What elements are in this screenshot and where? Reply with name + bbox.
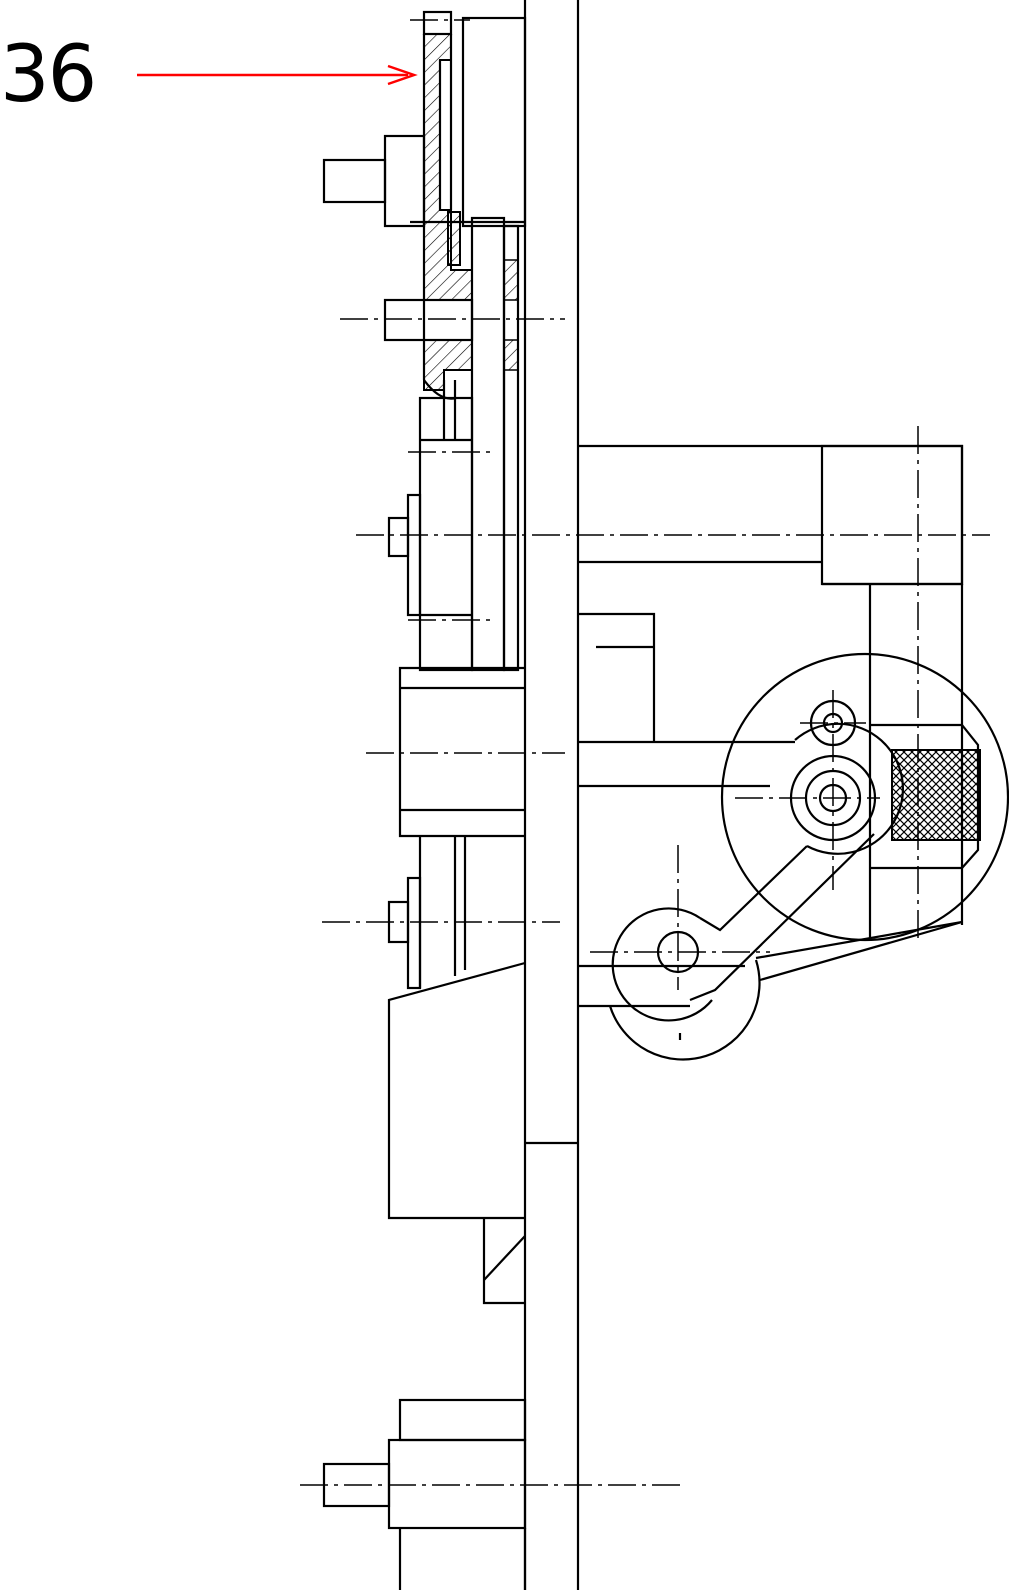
bracket (578, 612, 656, 742)
middle-shaft (387, 438, 472, 617)
bottom-shaft-assembly (322, 1398, 527, 1590)
crosshatched-block (870, 723, 981, 870)
center-lines (300, 19, 990, 1486)
lower-shaft (387, 836, 467, 990)
lever-arm (578, 699, 904, 1022)
callout-arrow (137, 64, 418, 86)
lower-roller-arc (608, 959, 761, 1061)
callout-label-36: 36 (0, 30, 97, 120)
main-plate (523, 0, 580, 1590)
hub-block (398, 666, 525, 838)
wedge-block (387, 961, 526, 1305)
hatched-disc-section (423, 33, 519, 400)
drawing-outlines (322, 0, 1009, 1590)
upper-right-arm (578, 444, 964, 940)
